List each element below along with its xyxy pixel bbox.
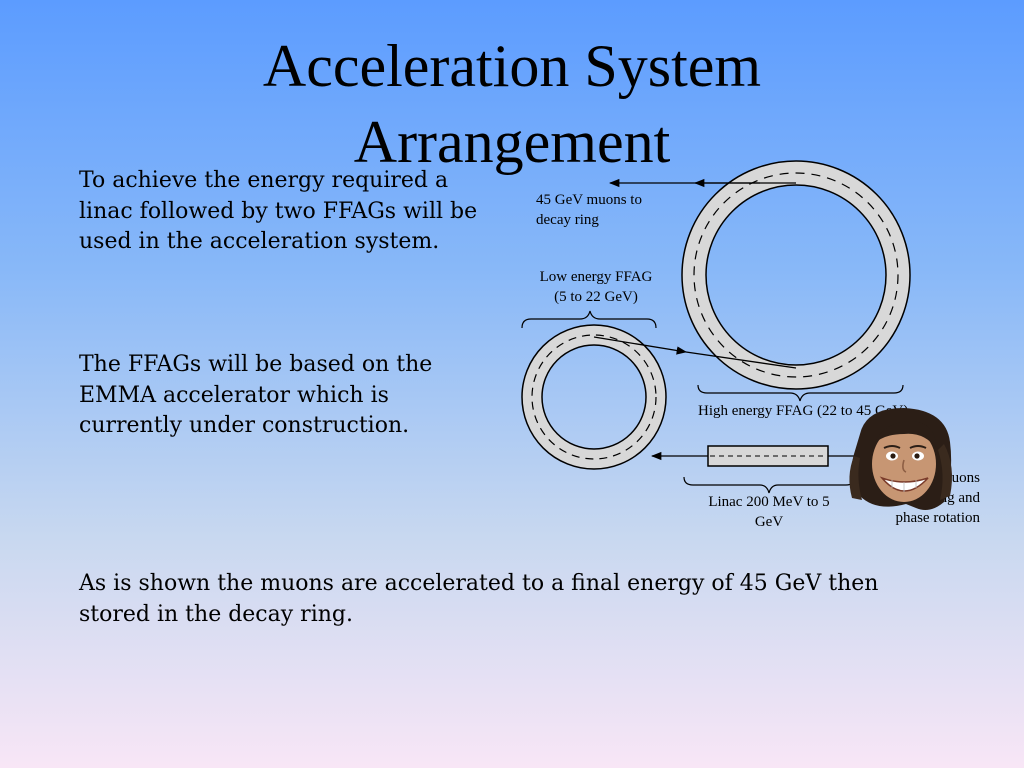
grinning-face-icon	[849, 408, 952, 510]
linac	[707, 445, 829, 467]
high-ffag-brace	[697, 384, 904, 402]
emma-paragraph: The FFAGs will be based on the EMMA acce…	[79, 352, 433, 438]
summary-paragraph: As is shown the muons are accelerated to…	[79, 571, 879, 627]
decay-ring-label: 45 GeV muons to decay ring	[536, 192, 642, 228]
linac-label: Linac 200 MeV to 5 GeV	[708, 494, 830, 530]
transfer-arrow	[593, 336, 688, 355]
low-ffag-brace	[521, 310, 657, 329]
transfer-line-high	[685, 351, 797, 369]
title-line-1: Acceleration System	[262, 33, 762, 99]
linac-brace	[683, 476, 856, 494]
intro-paragraph: To achieve the energy required a linac f…	[79, 168, 478, 254]
low-energy-ffag-ring	[521, 324, 667, 470]
title-line-2: Arrangement	[353, 109, 671, 175]
high-energy-ffag-ring	[681, 160, 911, 390]
high-energy-ffag-label: High energy FFAG (22 to 45 GeV)	[698, 403, 909, 419]
slide-title: Acceleration System Arrangement	[0, 28, 1024, 180]
face-photo-overlay	[846, 404, 958, 516]
low-energy-ffag-label: Low energy FFAG (5 to 22 GeV)	[539, 269, 653, 305]
